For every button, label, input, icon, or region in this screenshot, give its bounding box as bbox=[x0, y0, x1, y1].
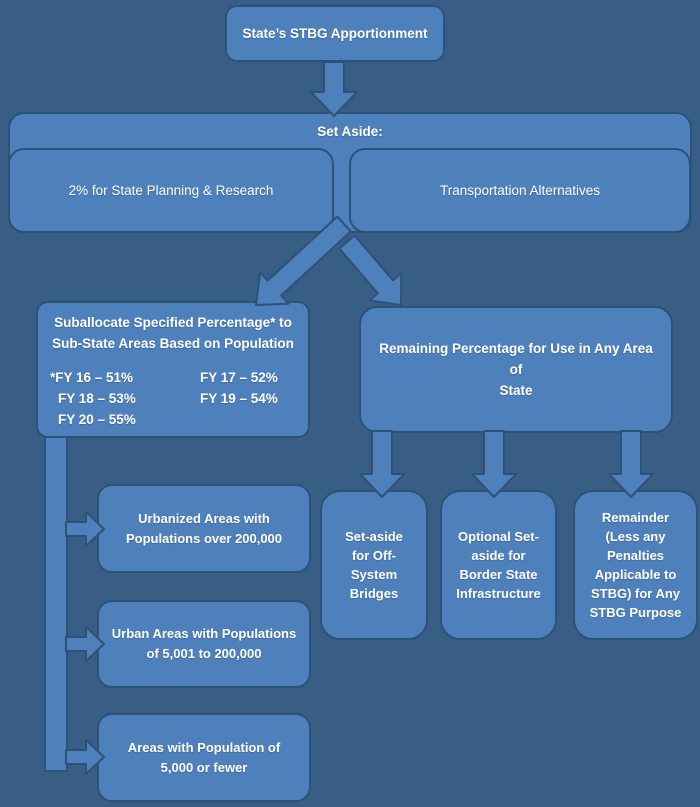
small-areas-label: Areas with Population of 5,000 or fewer bbox=[127, 739, 281, 775]
suballocate-title-line2: Sub-State Areas Based on Population bbox=[52, 336, 294, 351]
off-system-bridges-box: Set-aside for Off-System Bridges bbox=[320, 490, 428, 640]
fy16-value: *FY 16 – 51% bbox=[50, 370, 134, 385]
arrow-to-border-state-icon bbox=[471, 430, 517, 498]
suballocate-percentage-box: Suballocate Specified Percentage* to Sub… bbox=[36, 301, 310, 438]
remainder-purpose-label: Remainder (Less any Penalties Applicable… bbox=[589, 510, 682, 620]
urban-areas-box: Urban Areas with Populations of 5,001 to… bbox=[97, 600, 311, 688]
arrow-to-bridges-icon bbox=[359, 430, 405, 498]
remaining-percentage-line2: State bbox=[499, 383, 533, 398]
fy17-value: FY 17 – 52% bbox=[200, 370, 278, 385]
urban-areas-label: Urban Areas with Populations of 5,001 to… bbox=[111, 626, 297, 661]
off-system-bridges-label: Set-aside for Off-System Bridges bbox=[345, 529, 403, 601]
remaining-percentage-box: Remaining Percentage for Use in Any Area… bbox=[359, 306, 673, 433]
border-state-infrastructure-label: Optional Set-aside for Border State Infr… bbox=[456, 529, 541, 601]
fy-percentage-table: *FY 16 – 51% FY 18 – 53% FY 20 – 55% FY … bbox=[50, 367, 296, 430]
remaining-percentage-line1: Remaining Percentage for Use in Any Area… bbox=[379, 341, 653, 377]
state-planning-research-box: 2% for State Planning & Research bbox=[8, 148, 334, 233]
arrow-down-to-setaside-icon bbox=[310, 61, 358, 117]
fy19-value: FY 19 – 54% bbox=[200, 391, 278, 406]
small-areas-box: Areas with Population of 5,000 or fewer bbox=[97, 713, 311, 802]
arrow-to-remaining-icon bbox=[338, 234, 403, 306]
set-aside-heading: Set Aside: bbox=[317, 124, 383, 139]
urbanized-areas-label: Urbanized Areas with Populations over 20… bbox=[125, 510, 283, 546]
urbanized-areas-box: Urbanized Areas with Populations over 20… bbox=[97, 484, 311, 573]
fy18-value: FY 18 – 53% bbox=[58, 391, 136, 406]
transportation-alternatives-label: Transportation Alternatives bbox=[439, 182, 601, 198]
state-stbg-apportionment-label: State’s STBG Apportionment bbox=[242, 25, 428, 41]
border-state-infrastructure-box: Optional Set-aside for Border State Infr… bbox=[440, 490, 557, 640]
transportation-alternatives-box: Transportation Alternatives bbox=[349, 148, 691, 233]
fy-column-right: FY 17 – 52% FY 19 – 54% bbox=[200, 367, 278, 430]
fy-column-left: *FY 16 – 51% FY 18 – 53% FY 20 – 55% bbox=[50, 367, 200, 430]
arrow-to-remainder-icon bbox=[608, 430, 654, 498]
remainder-purpose-box: Remainder (Less any Penalties Applicable… bbox=[573, 490, 698, 640]
suballocate-title-line1: Suballocate Specified Percentage* to bbox=[54, 315, 292, 330]
state-stbg-apportionment-box: State’s STBG Apportionment bbox=[225, 5, 445, 62]
state-planning-research-label: 2% for State Planning & Research bbox=[68, 182, 274, 198]
fy20-value: FY 20 – 55% bbox=[58, 412, 136, 427]
left-branch-connector-line bbox=[44, 436, 68, 772]
